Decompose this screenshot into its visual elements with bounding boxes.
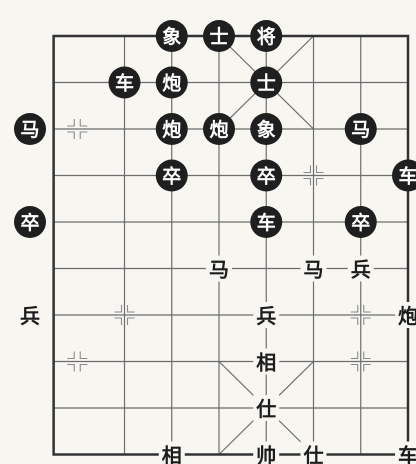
black-piece-label: 车 (398, 165, 416, 188)
red-piece-backdrop (206, 255, 232, 282)
black-piece-disc (108, 66, 141, 99)
black-piece-label: 士 (209, 26, 228, 48)
position-mark (67, 351, 88, 372)
black-piece-label: 炮 (209, 118, 228, 141)
black-piece[interactable]: 卒 (344, 206, 377, 238)
black-piece-disc (203, 113, 235, 145)
black-piece-label: 马 (20, 119, 39, 141)
red-piece-label: 兵 (351, 258, 371, 282)
red-piece[interactable]: 炮 (395, 302, 416, 328)
black-piece[interactable]: 象 (250, 113, 283, 145)
red-piece-label: 仕 (255, 397, 276, 421)
red-piece-label: 炮 (398, 304, 416, 328)
red-piece-label: 相 (162, 444, 182, 464)
black-piece-label: 卒 (257, 165, 276, 188)
red-piece[interactable]: 仕 (253, 395, 280, 421)
red-piece-label: 帅 (256, 444, 276, 464)
black-piece-disc (392, 159, 416, 192)
black-piece-label: 车 (257, 211, 276, 234)
black-piece[interactable]: 炮 (203, 113, 235, 145)
black-piece-disc (250, 113, 283, 145)
position-mark (350, 305, 371, 325)
black-piece-disc (155, 66, 188, 99)
red-piece[interactable]: 兵 (253, 302, 280, 328)
black-piece-disc (155, 20, 188, 52)
black-piece-disc (14, 113, 46, 145)
black-piece[interactable]: 象 (155, 20, 188, 52)
red-piece-backdrop (395, 441, 416, 464)
black-piece-disc (155, 159, 188, 192)
black-piece-disc (250, 206, 283, 238)
black-piece[interactable]: 炮 (155, 66, 188, 99)
red-piece-label: 马 (304, 258, 324, 282)
black-piece-label: 象 (162, 25, 181, 48)
black-piece[interactable]: 将 (250, 20, 283, 52)
black-piece-label: 卒 (162, 165, 181, 188)
position-mark (114, 305, 135, 325)
red-piece-backdrop (253, 395, 280, 421)
red-piece-backdrop (253, 441, 280, 464)
red-piece-label: 相 (256, 351, 276, 375)
red-piece[interactable]: 兵 (17, 302, 43, 328)
red-piece[interactable]: 车 (395, 441, 416, 464)
red-piece[interactable]: 马 (300, 255, 327, 282)
black-piece-disc (155, 113, 188, 145)
red-piece-backdrop (17, 302, 43, 328)
red-piece-backdrop (300, 441, 327, 464)
position-mark (67, 119, 88, 139)
black-piece-label: 炮 (162, 72, 181, 95)
black-piece[interactable]: 车 (108, 66, 141, 99)
black-piece[interactable]: 士 (203, 20, 235, 52)
pieces-layer: 象士将车炮士马炮炮象马卒卒车卒卒车卒马马兵兵兵炮兵相仕相帅仕车 (14, 20, 416, 464)
red-piece[interactable]: 马 (206, 255, 232, 282)
red-piece-backdrop (253, 348, 280, 375)
black-piece[interactable]: 车 (392, 159, 416, 192)
red-piece[interactable]: 帅 (253, 441, 280, 464)
black-piece-disc (250, 159, 283, 192)
black-piece-disc (203, 20, 235, 52)
position-mark (303, 165, 324, 186)
red-piece[interactable]: 仕 (300, 441, 327, 464)
black-piece[interactable]: 士 (250, 66, 283, 99)
black-piece-disc (250, 66, 283, 99)
black-piece[interactable]: 卒 (250, 159, 283, 192)
black-piece-label: 将 (257, 25, 276, 48)
red-piece-backdrop (347, 255, 374, 282)
position-mark (350, 351, 371, 372)
black-piece-label: 车 (115, 72, 134, 95)
red-piece-backdrop (300, 255, 327, 282)
board-grid (53, 35, 409, 456)
black-piece-disc (14, 206, 46, 238)
black-piece-disc (344, 206, 377, 238)
red-piece-label: 车 (398, 444, 416, 464)
red-piece-label: 仕 (303, 444, 324, 464)
black-piece[interactable]: 卒 (14, 206, 46, 238)
red-piece-label: 兵 (256, 304, 276, 328)
black-piece-label: 马 (351, 119, 370, 141)
black-piece[interactable]: 炮 (155, 113, 188, 145)
black-piece-label: 象 (257, 118, 276, 141)
black-piece-disc (344, 113, 377, 145)
red-piece-backdrop (395, 302, 416, 328)
red-piece[interactable]: 相 (253, 348, 280, 375)
black-piece[interactable]: 卒 (155, 159, 188, 192)
red-piece-backdrop (158, 441, 185, 464)
black-piece[interactable]: 马 (344, 113, 377, 145)
black-piece[interactable]: 车 (250, 206, 283, 238)
black-piece-label: 士 (257, 73, 276, 95)
red-piece-label: 兵 (20, 304, 40, 328)
board-border (52, 34, 410, 456)
red-piece[interactable]: 兵 (347, 255, 374, 282)
black-piece-label: 炮 (162, 118, 181, 141)
red-piece[interactable]: 相 (158, 441, 185, 464)
black-piece-label: 卒 (351, 211, 370, 234)
red-piece-backdrop (253, 302, 280, 328)
red-piece-label: 马 (209, 258, 229, 282)
black-piece-disc (250, 20, 283, 52)
black-piece-label: 卒 (20, 211, 39, 234)
black-piece[interactable]: 马 (14, 113, 46, 145)
